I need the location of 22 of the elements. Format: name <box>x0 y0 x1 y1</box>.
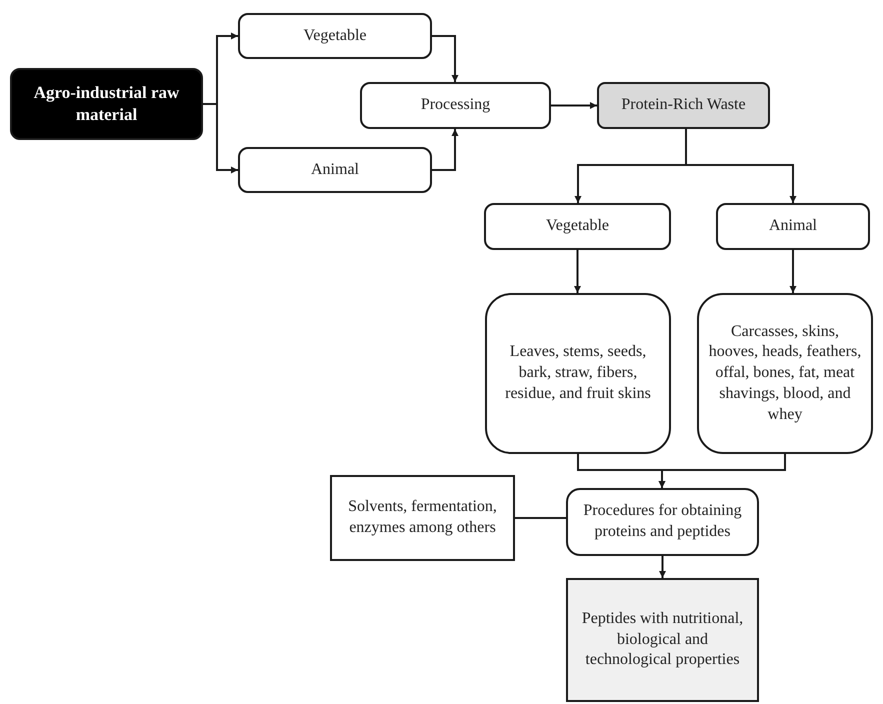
process-box: Protein-Rich Waste <box>597 82 770 129</box>
result-box: Peptides with nutritional, biological and technological properties <box>566 578 759 702</box>
input-box: Solvents, fermentation, enzymes among others <box>330 475 515 561</box>
connector-line <box>515 517 566 519</box>
arrow <box>574 250 581 293</box>
process-box: Animal <box>716 203 870 250</box>
arrow <box>551 102 597 109</box>
arrow <box>658 454 786 488</box>
process-box: Processing <box>360 82 551 129</box>
process-box: Leaves, stems, seeds, bark, straw, fibers, residue, and fruit skins <box>485 293 671 454</box>
arrow <box>659 556 666 578</box>
arrow <box>790 250 796 293</box>
arrow <box>685 129 796 203</box>
process-box: Procedures for obtaining proteins and peptides <box>566 488 759 556</box>
arrow <box>432 35 458 82</box>
process-box: Carcasses, skins, hooves, heads, feathers, offal, bones, fat, meat shavings, blood, and whey <box>697 293 873 454</box>
process-box: Vegetable <box>238 13 432 59</box>
arrow <box>432 129 458 171</box>
process-box: Animal <box>238 147 432 193</box>
process-box: Vegetable <box>484 203 671 250</box>
arrow <box>203 103 238 174</box>
start-box: Agro-industrial raw material <box>10 68 203 140</box>
